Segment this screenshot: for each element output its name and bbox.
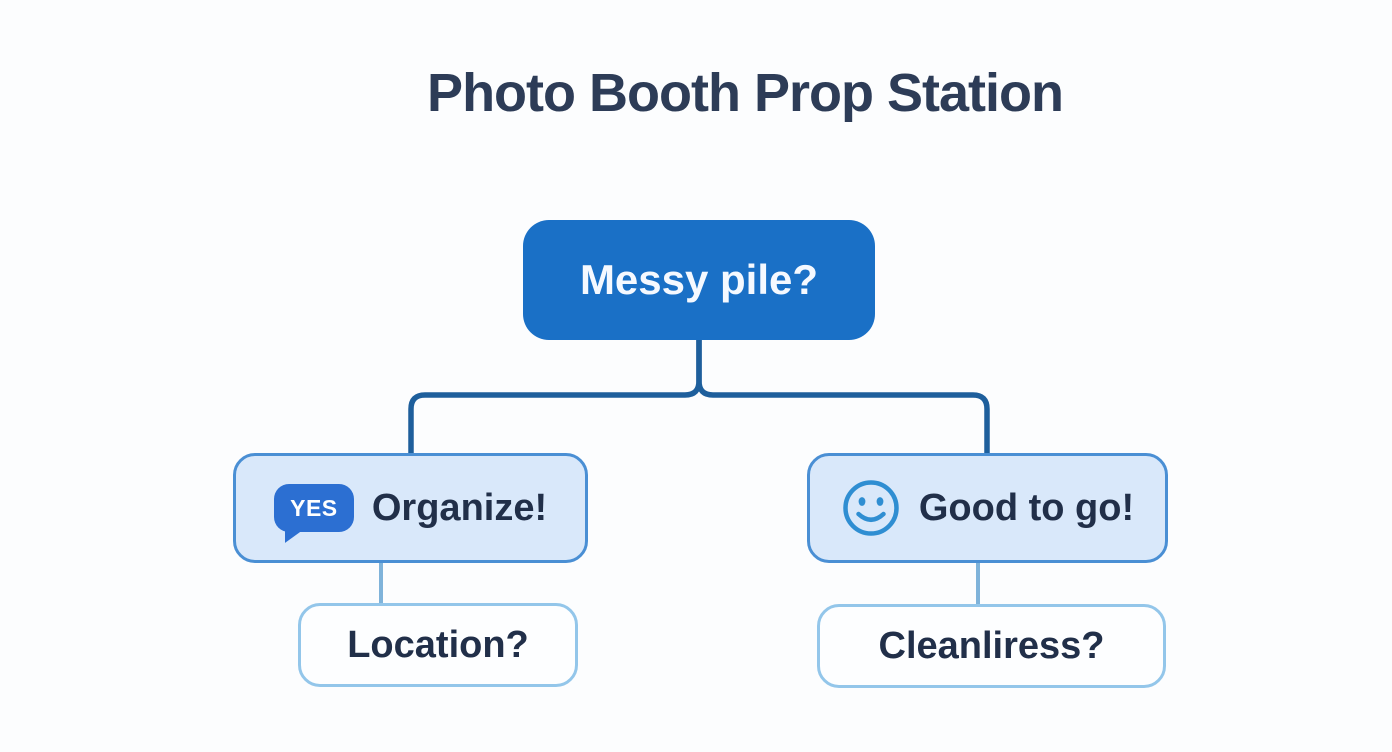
node-cleanliness: Cleanliress? (817, 604, 1166, 688)
node-messy-pile: Messy pile? (523, 220, 875, 340)
node-organize-label: Organize! (371, 486, 548, 529)
node-organize: YES Organize! (233, 453, 588, 563)
node-messy-pile-label: Messy pile? (579, 256, 819, 303)
node-good-to-go-label: Good to go! (918, 486, 1135, 529)
yes-speech-bubble-icon: YES (273, 484, 354, 532)
connector-root-to-yes (408, 337, 702, 455)
smiley-face-icon (843, 480, 899, 536)
node-good-to-go: Good to go! (807, 453, 1168, 563)
node-location-label: Location? (347, 623, 529, 666)
page-title: Photo Booth Prop Station (427, 63, 1064, 123)
connector-root-to-no (696, 337, 990, 455)
yes-badge-label: YES (290, 494, 338, 521)
node-cleanliness-label: Cleanliress? (878, 624, 1105, 667)
node-location: Location? (298, 603, 578, 687)
